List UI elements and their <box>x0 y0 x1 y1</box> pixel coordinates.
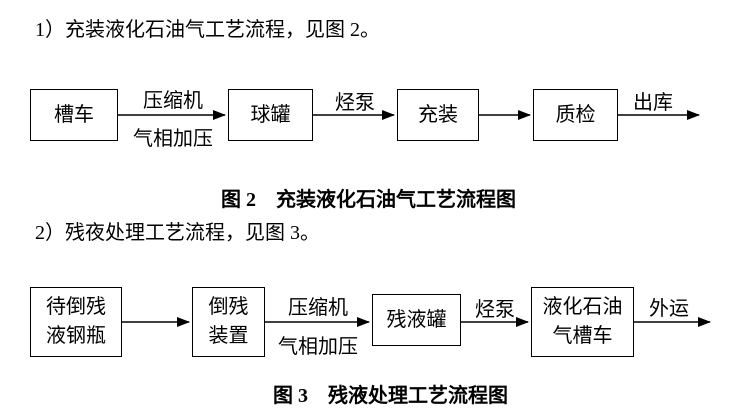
node-label-line2: 液钢瓶 <box>46 325 106 347</box>
node-label: 残液罐 <box>386 308 447 331</box>
node-label: 充装 <box>418 103 458 126</box>
flow-node-tank-truck: 槽车 <box>30 89 118 141</box>
edge-label-hydrocarbon-pump: 烃泵 <box>475 299 515 321</box>
figure3-flowchart: 待倒残 液钢瓶 倒残 装置 残液罐 液化石油 气槽车 压缩机 气相加压 烃泵 外… <box>0 270 737 375</box>
figure2-arrows <box>118 110 700 120</box>
node-label-line2: 气槽车 <box>552 325 613 347</box>
node-label-line1: 待倒残 <box>46 296 106 318</box>
flow-node-quality-check: 质检 <box>533 89 618 141</box>
node-label: 槽车 <box>54 103 94 126</box>
node-label-line2: 装置 <box>208 325 249 347</box>
edge-label-gas-phase-pressurize: 气相加压 <box>278 336 358 358</box>
flow-node-residual-tank: 残液罐 <box>372 294 461 346</box>
edge-label-compressor: 压缩机 <box>143 90 203 112</box>
edge-label-outbound-transport: 外运 <box>649 298 689 320</box>
flow-node-lpg-tank-truck: 液化石油 气槽车 <box>531 287 634 357</box>
node-label-line1: 液化石油 <box>542 296 623 318</box>
node-label: 球罐 <box>250 103 291 126</box>
edge-label-gas-phase-pressurize: 气相加压 <box>133 128 213 150</box>
flow-node-spherical-tank: 球罐 <box>228 89 313 141</box>
edge-label-compressor: 压缩机 <box>288 297 348 319</box>
flow-node-dumping-device: 倒残 装置 <box>192 287 265 357</box>
figure3-caption: 图 3 残液处理工艺流程图 <box>273 385 508 407</box>
flow-node-filling: 充装 <box>397 89 479 141</box>
node-label: 质检 <box>555 103 596 126</box>
node-label-line1: 倒残 <box>208 296 249 318</box>
figure2-flowchart: 槽车 球罐 充装 质检 压缩机 气相加压 烃泵 出库 <box>0 80 737 165</box>
paragraph-2: 2）残夜处理工艺流程，见图 3。 <box>35 222 320 244</box>
edge-label-hydrocarbon-pump: 烃泵 <box>335 92 375 114</box>
edge-label-outbound: 出库 <box>633 92 673 114</box>
paragraph-1: 1）充装液化石油气工艺流程，见图 2。 <box>35 19 380 41</box>
figure2-caption: 图 2 充装液化石油气工艺流程图 <box>221 189 516 211</box>
figure3-arrows <box>122 317 711 327</box>
flow-node-residual-cylinders: 待倒残 液钢瓶 <box>30 287 122 357</box>
